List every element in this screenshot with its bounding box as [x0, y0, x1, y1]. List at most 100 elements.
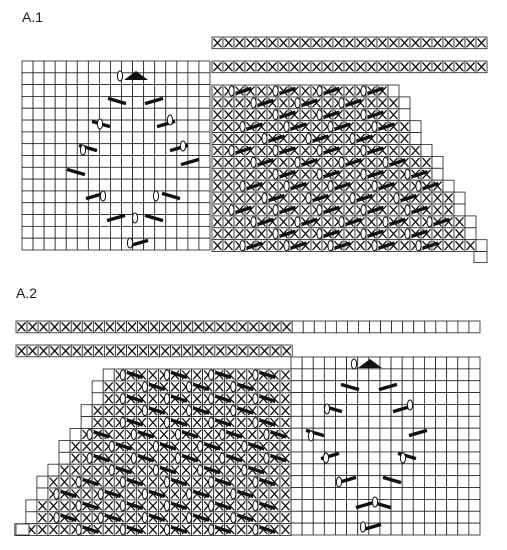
- grid-cell: [54, 131, 67, 145]
- cross-icon: [466, 240, 475, 251]
- cross-icon: [93, 441, 103, 452]
- grid-cell: [32, 131, 45, 145]
- grid-cell: [323, 498, 336, 512]
- grid-cell: [390, 510, 403, 524]
- slipped-stitch-icon: [360, 168, 367, 180]
- slipped-stitch-icon: [108, 464, 115, 476]
- grid-cell: [301, 368, 314, 382]
- cross-icon: [422, 62, 431, 72]
- grid-cell: [475, 239, 488, 252]
- grid-cell: [121, 60, 133, 74]
- cross-icon: [203, 429, 213, 440]
- grid-cell: [412, 463, 425, 477]
- cross-icon: [39, 346, 49, 356]
- cross-icon: [301, 38, 310, 48]
- diagonal-bar-icon: [126, 477, 144, 487]
- diagonal-bar-icon: [410, 205, 429, 215]
- grid-cell: [390, 427, 403, 441]
- cross-icon: [235, 216, 244, 227]
- slipped-stitch-icon: [307, 430, 315, 442]
- cross-icon: [104, 417, 114, 428]
- grid-cell: [154, 225, 167, 239]
- grid-cell: [412, 368, 425, 382]
- cross-icon: [280, 405, 290, 416]
- slipped-stitch-icon: [252, 369, 259, 381]
- diagonal-bar-icon: [82, 501, 100, 511]
- diagonal-bar-icon: [258, 370, 276, 380]
- cross-icon: [356, 240, 365, 251]
- cross-icon: [257, 205, 266, 215]
- cross-icon: [367, 38, 376, 48]
- cross-icon: [444, 228, 453, 239]
- grid-cell: [346, 415, 359, 429]
- grid-cell: [43, 143, 56, 156]
- slipped-stitch-icon: [163, 500, 171, 512]
- grid-cell: [198, 202, 211, 215]
- grid-cell: [313, 320, 326, 334]
- cross-icon: [389, 169, 398, 180]
- grid-cell: [468, 427, 481, 441]
- grid-cell: [346, 404, 359, 417]
- grid-cell: [290, 487, 303, 500]
- slipped-stitch-icon: [130, 452, 137, 464]
- slipped-stitch-icon: [53, 488, 60, 500]
- cross-icon: [83, 322, 93, 332]
- slipped-stitch-icon: [415, 180, 422, 192]
- grid-cell: [457, 404, 470, 417]
- cross-icon: [269, 405, 279, 416]
- cross-icon: [192, 370, 202, 380]
- grid-cell: [132, 84, 145, 97]
- cross-icon: [104, 393, 114, 404]
- grid-cell: [54, 119, 67, 133]
- cross-icon: [115, 381, 125, 392]
- grid-cell: [468, 368, 481, 382]
- cross-icon: [444, 205, 453, 215]
- diagonal-bar-icon: [234, 86, 253, 96]
- cross-icon: [378, 193, 387, 203]
- cross-icon: [301, 62, 310, 72]
- slipped-stitch-icon: [241, 440, 248, 452]
- cross-icon: [345, 205, 354, 215]
- grid-cell: [21, 178, 34, 192]
- cross-icon: [82, 489, 92, 499]
- slipped-stitch-icon: [163, 369, 171, 381]
- cross-icon: [301, 109, 310, 120]
- cross-icon: [225, 441, 235, 452]
- cross-icon: [39, 322, 49, 332]
- grid-cell: [21, 131, 34, 145]
- grid-cell: [54, 190, 67, 204]
- cross-icon: [192, 417, 202, 428]
- cross-icon: [225, 465, 235, 476]
- cross-icon: [269, 489, 279, 499]
- cross-icon: [280, 370, 290, 380]
- diagonal-bar-icon: [104, 513, 122, 522]
- cross-icon: [444, 240, 453, 251]
- cross-icon: [312, 62, 321, 72]
- slipped-stitch-icon: [79, 144, 87, 156]
- cross-icon: [389, 205, 398, 215]
- cross-icon: [236, 500, 246, 511]
- grid-cell: [446, 487, 459, 500]
- diagonal-bar-icon: [148, 382, 166, 392]
- slipped-stitch-icon: [360, 144, 367, 156]
- cross-icon: [290, 62, 299, 72]
- grid-cell: [357, 451, 370, 465]
- grid-cell: [198, 178, 211, 192]
- cross-icon: [249, 322, 259, 332]
- cross-icon: [224, 121, 233, 132]
- slipped-stitch-icon: [163, 524, 171, 536]
- cross-icon: [149, 322, 159, 332]
- grid-cell: [36, 475, 49, 489]
- grid-cell: [87, 178, 100, 192]
- slipped-stitch-icon: [141, 381, 149, 393]
- cross-icon: [455, 240, 464, 251]
- grid-cell: [312, 475, 325, 488]
- grid-cell: [198, 72, 211, 86]
- slipped-stitch-icon: [239, 240, 246, 252]
- diagonal-bar-icon: [115, 442, 133, 451]
- cross-icon: [378, 97, 387, 108]
- grid-cell: [368, 380, 381, 394]
- grid-cell: [335, 439, 347, 453]
- grid-cell: [435, 368, 448, 382]
- grid-cell: [401, 475, 414, 488]
